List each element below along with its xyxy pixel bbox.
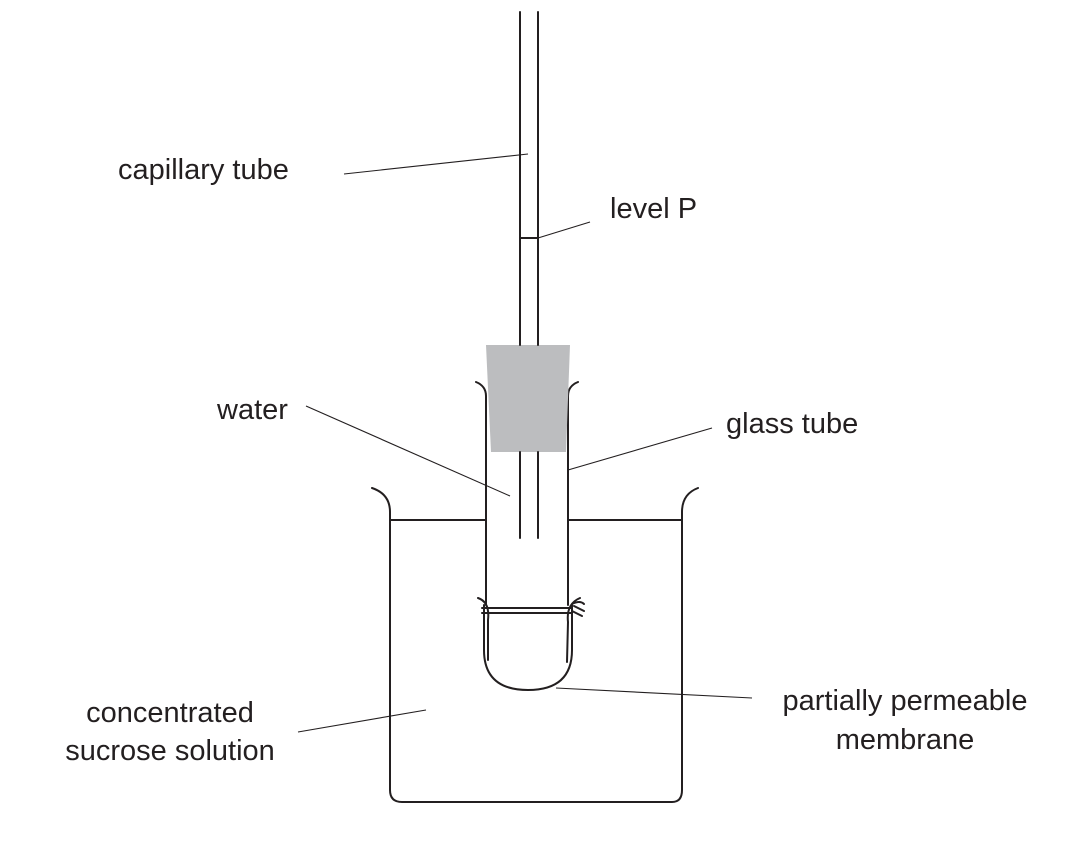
label-water: water — [216, 394, 288, 426]
leader-level-p — [537, 221, 591, 239]
label-partially-permeable: partially permeable — [782, 685, 1027, 717]
membrane-tie-knot — [571, 601, 585, 617]
leader-membrane — [555, 687, 753, 699]
membrane-bag — [483, 604, 573, 691]
leader-capillary-tube — [343, 153, 529, 175]
capillary-tube — [519, 11, 539, 539]
partially-permeable-membrane — [477, 597, 585, 691]
leader-sucrose-solution — [297, 709, 427, 733]
beaker — [371, 487, 699, 803]
label-membrane: membrane — [836, 724, 975, 756]
glass-tube-right-wall — [567, 381, 579, 606]
label-level-p: level P — [610, 193, 697, 225]
leader-water — [305, 405, 511, 497]
label-glass-tube: glass tube — [726, 408, 858, 440]
leader-glass-tube — [567, 427, 713, 471]
membrane-edge-left — [477, 597, 490, 661]
label-capillary-tube: capillary tube — [118, 154, 289, 186]
glass-tube-left-wall — [475, 381, 487, 606]
label-sucrose-solution: sucrose solution — [65, 735, 275, 767]
beaker-outline — [371, 487, 699, 803]
label-concentrated: concentrated — [86, 697, 254, 729]
rubber-stopper — [486, 345, 570, 452]
